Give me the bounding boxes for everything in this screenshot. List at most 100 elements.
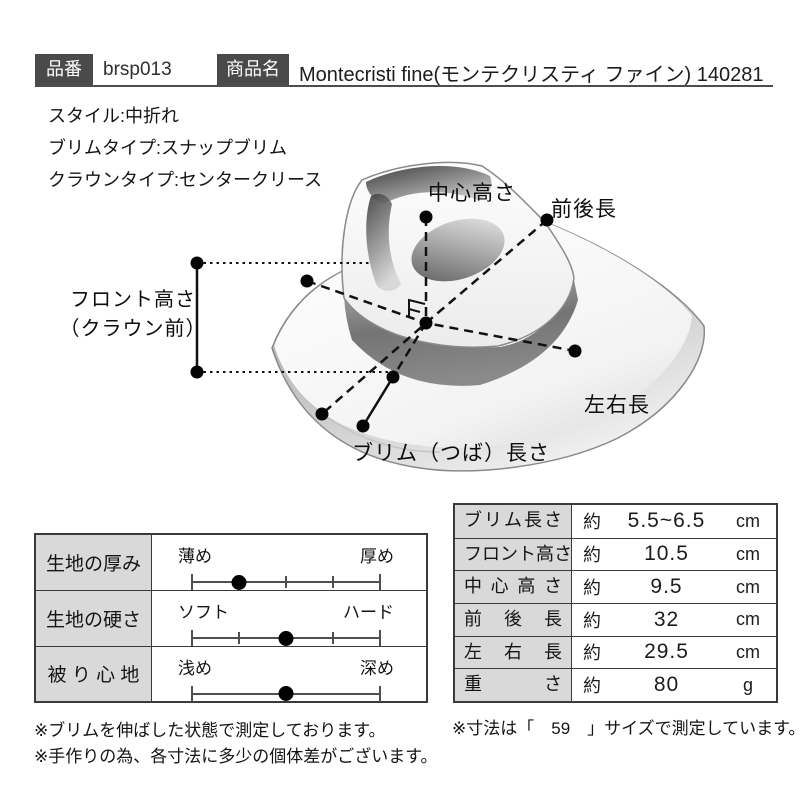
part-number-value: brsp013 [103,59,172,80]
measurement-dot [540,213,554,227]
measurement-value-cell: 約 80 g [572,669,776,701]
scale-tick [332,576,334,588]
measurement-unit: cm [736,543,760,564]
measurement-value: 5.5~6.5 [627,509,706,533]
label-center-height: 中心高さ [428,182,516,205]
measurement-label: 前 後 長 [455,604,572,636]
table-row: 生地の硬さ ソフト ハード [36,590,426,647]
scale-value-dot [278,686,294,702]
attribute-label: 被 り 心 地 [36,646,152,701]
attribute-scale [191,571,381,593]
fabric-attributes-table: 生地の厚み 薄め 厚め 生地の硬さ ソフト ハード 被 り 心 地 [34,533,428,703]
measurement-dot [568,344,582,358]
measurement-label: 左 右 長 [455,636,572,669]
footnote-size-basis: ※寸法は「 59 」サイズで測定しています。 [452,719,800,738]
attribute-label: 生地の硬さ [36,591,152,646]
hat-crease-left-shadow [366,193,401,292]
table-row: 前 後 長 約 32 cm [455,603,776,636]
measurement-value: 32 [653,607,680,631]
scale-value-dot [278,630,294,646]
measurement-label: フロント高さ [455,538,572,571]
measurement-value: 9.5 [650,575,683,599]
attribute-scale [191,627,381,649]
table-row: フロント高さ 約 10.5 cm [455,537,776,571]
measurement-value-cell: 約 32 cm [572,604,776,636]
measurement-label: 重 さ [455,669,572,701]
measurement-value-cell: 約 5.5~6.5 cm [572,505,776,538]
measurements-table: ブリム長さ 約 5.5~6.5 cm フロント高さ 約 10.5 cm 中 心 … [453,503,778,703]
attribute-label: 生地の厚み [36,535,152,591]
scale-tick [285,576,287,588]
part-number-tag: 品番 [35,54,93,85]
approx-prefix: 約 [583,545,601,566]
measurement-dot [386,370,400,384]
measurement-unit: cm [736,510,760,531]
measurement-dot [190,365,204,379]
scale-tick [238,632,240,645]
hat-crease-top-shadow [366,165,492,204]
attribute-scale-cell: ソフト ハード [152,591,426,647]
measurement-label: 中 心 高 さ [455,571,572,603]
attribute-scale [191,683,381,705]
table-row: 重 さ 約 80 g [455,668,776,701]
spec-crown-type: クラウンタイプ:センタークリース [48,170,323,190]
table-row: 中 心 高 さ 約 9.5 cm [455,570,776,603]
spec-brim-type: ブリムタイプ:スナップブリム [48,138,287,158]
measurement-value: 80 [653,673,680,697]
hat-band [344,280,578,386]
measurement-dot [315,407,329,421]
measurement-dot [356,419,370,433]
measurement-dot [419,316,433,330]
label-front-height-line2: （クラウン前） [59,318,207,340]
footnote-handmade: ※手作りの為、各寸法に多少の個体差がございます。 [34,747,438,766]
approx-prefix: 約 [583,676,601,697]
measurement-unit: cm [736,576,760,597]
label-front-height-line1: フロント高さ [70,289,196,311]
measurement-unit: cm [736,641,760,662]
attribute-scale-cell: 浅め 深め [152,647,426,702]
label-brim-length: ブリム（つば）長さ [352,442,550,465]
table-row: 左 右 長 約 29.5 cm [455,635,776,669]
product-name-value: Montecristi fine(モンテクリスティ ファイン) 140281 [299,64,764,86]
approx-prefix: 約 [583,512,601,533]
scale-tick [379,574,381,590]
measurement-value-cell: 約 10.5 cm [572,539,776,571]
approx-prefix: 約 [583,578,601,599]
measurement-value: 10.5 [644,542,689,566]
scale-tick [379,630,381,647]
attribute-scale-cell: 薄め 厚め [152,535,426,590]
measurement-value-cell: 約 9.5 cm [572,571,776,603]
label-front-height: フロント高さ （クラウン前） [58,286,208,344]
table-row: ブリム長さ 約 5.5~6.5 cm [455,505,776,538]
hat-front-dent [411,218,505,282]
scale-tick [332,632,334,645]
hat-brim-curl-line [281,371,441,453]
scale-tick [191,574,193,590]
table-row: 被 り 心 地 浅め 深め [36,645,426,702]
spec-style: スタイル:中折れ [48,106,180,126]
measurement-dot [300,274,314,288]
scale-min-label: 浅め [178,658,212,678]
measurement-dot [190,256,204,270]
header-divider [35,85,773,87]
scale-tick [191,630,193,647]
product-name-tag: 商品名 [217,54,289,85]
approx-prefix: 約 [583,643,601,664]
measurement-unit: g [742,674,753,695]
label-left-right-length: 左右長 [584,394,650,417]
measurement-label: ブリム長さ [455,505,572,538]
measurement-dot [419,210,433,224]
measurement-value-cell: 約 29.5 cm [572,637,776,669]
measurement-value: 29.5 [644,640,689,664]
scale-max-label: 深め [360,658,394,678]
footnote-brim-measure: ※ブリムを伸ばした状態で測定しております。 [34,721,386,740]
approx-prefix: 約 [583,610,601,631]
measurement-unit: cm [736,609,760,630]
scale-value-dot [231,574,247,590]
scale-max-label: ハード [343,603,394,623]
table-row: 生地の厚み 薄め 厚め [36,535,426,591]
scale-min-label: ソフト [178,603,229,623]
scale-min-label: 薄め [178,547,212,566]
